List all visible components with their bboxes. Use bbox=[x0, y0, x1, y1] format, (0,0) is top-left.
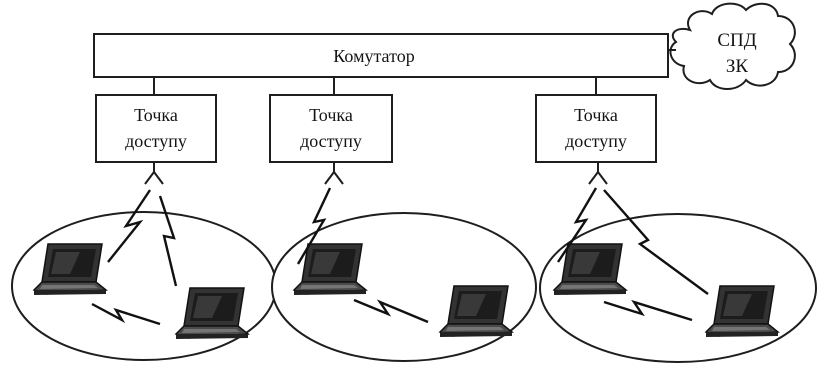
access-point-label-line2: доступу bbox=[565, 131, 627, 151]
access-point-label-line1: Точка bbox=[309, 105, 353, 125]
access-point-3: Точка доступу bbox=[535, 94, 657, 163]
switch-label: Комутатор bbox=[333, 46, 414, 66]
cloud-label-line2: ЗК bbox=[726, 56, 749, 77]
wireless-link-icon bbox=[603, 299, 693, 322]
wireless-link-icon bbox=[107, 189, 151, 263]
access-point-2: Точка доступу bbox=[269, 94, 393, 163]
wireless-link-icon bbox=[557, 187, 598, 263]
access-point-label-line2: доступу bbox=[300, 131, 362, 151]
access-point-label-line1: Точка bbox=[134, 105, 178, 125]
access-point-1: Точка доступу bbox=[95, 94, 217, 163]
cloud-label-line1: СПД bbox=[717, 30, 756, 51]
wireless-link-icon bbox=[91, 302, 161, 326]
access-point-label-line1: Точка bbox=[574, 105, 618, 125]
wireless-link-icon bbox=[603, 189, 709, 295]
access-point-label-line2: доступу bbox=[125, 131, 187, 151]
antenna-icon bbox=[324, 161, 344, 185]
wireless-link-icon bbox=[296, 187, 332, 265]
antenna-icon bbox=[588, 161, 608, 185]
wireless-link-icon bbox=[353, 298, 429, 324]
antenna-icon bbox=[144, 161, 164, 185]
cloud-icon: СПД ЗК bbox=[669, 2, 796, 90]
wireless-link-icon bbox=[158, 195, 178, 287]
switch-box: Комутатор bbox=[93, 33, 669, 78]
